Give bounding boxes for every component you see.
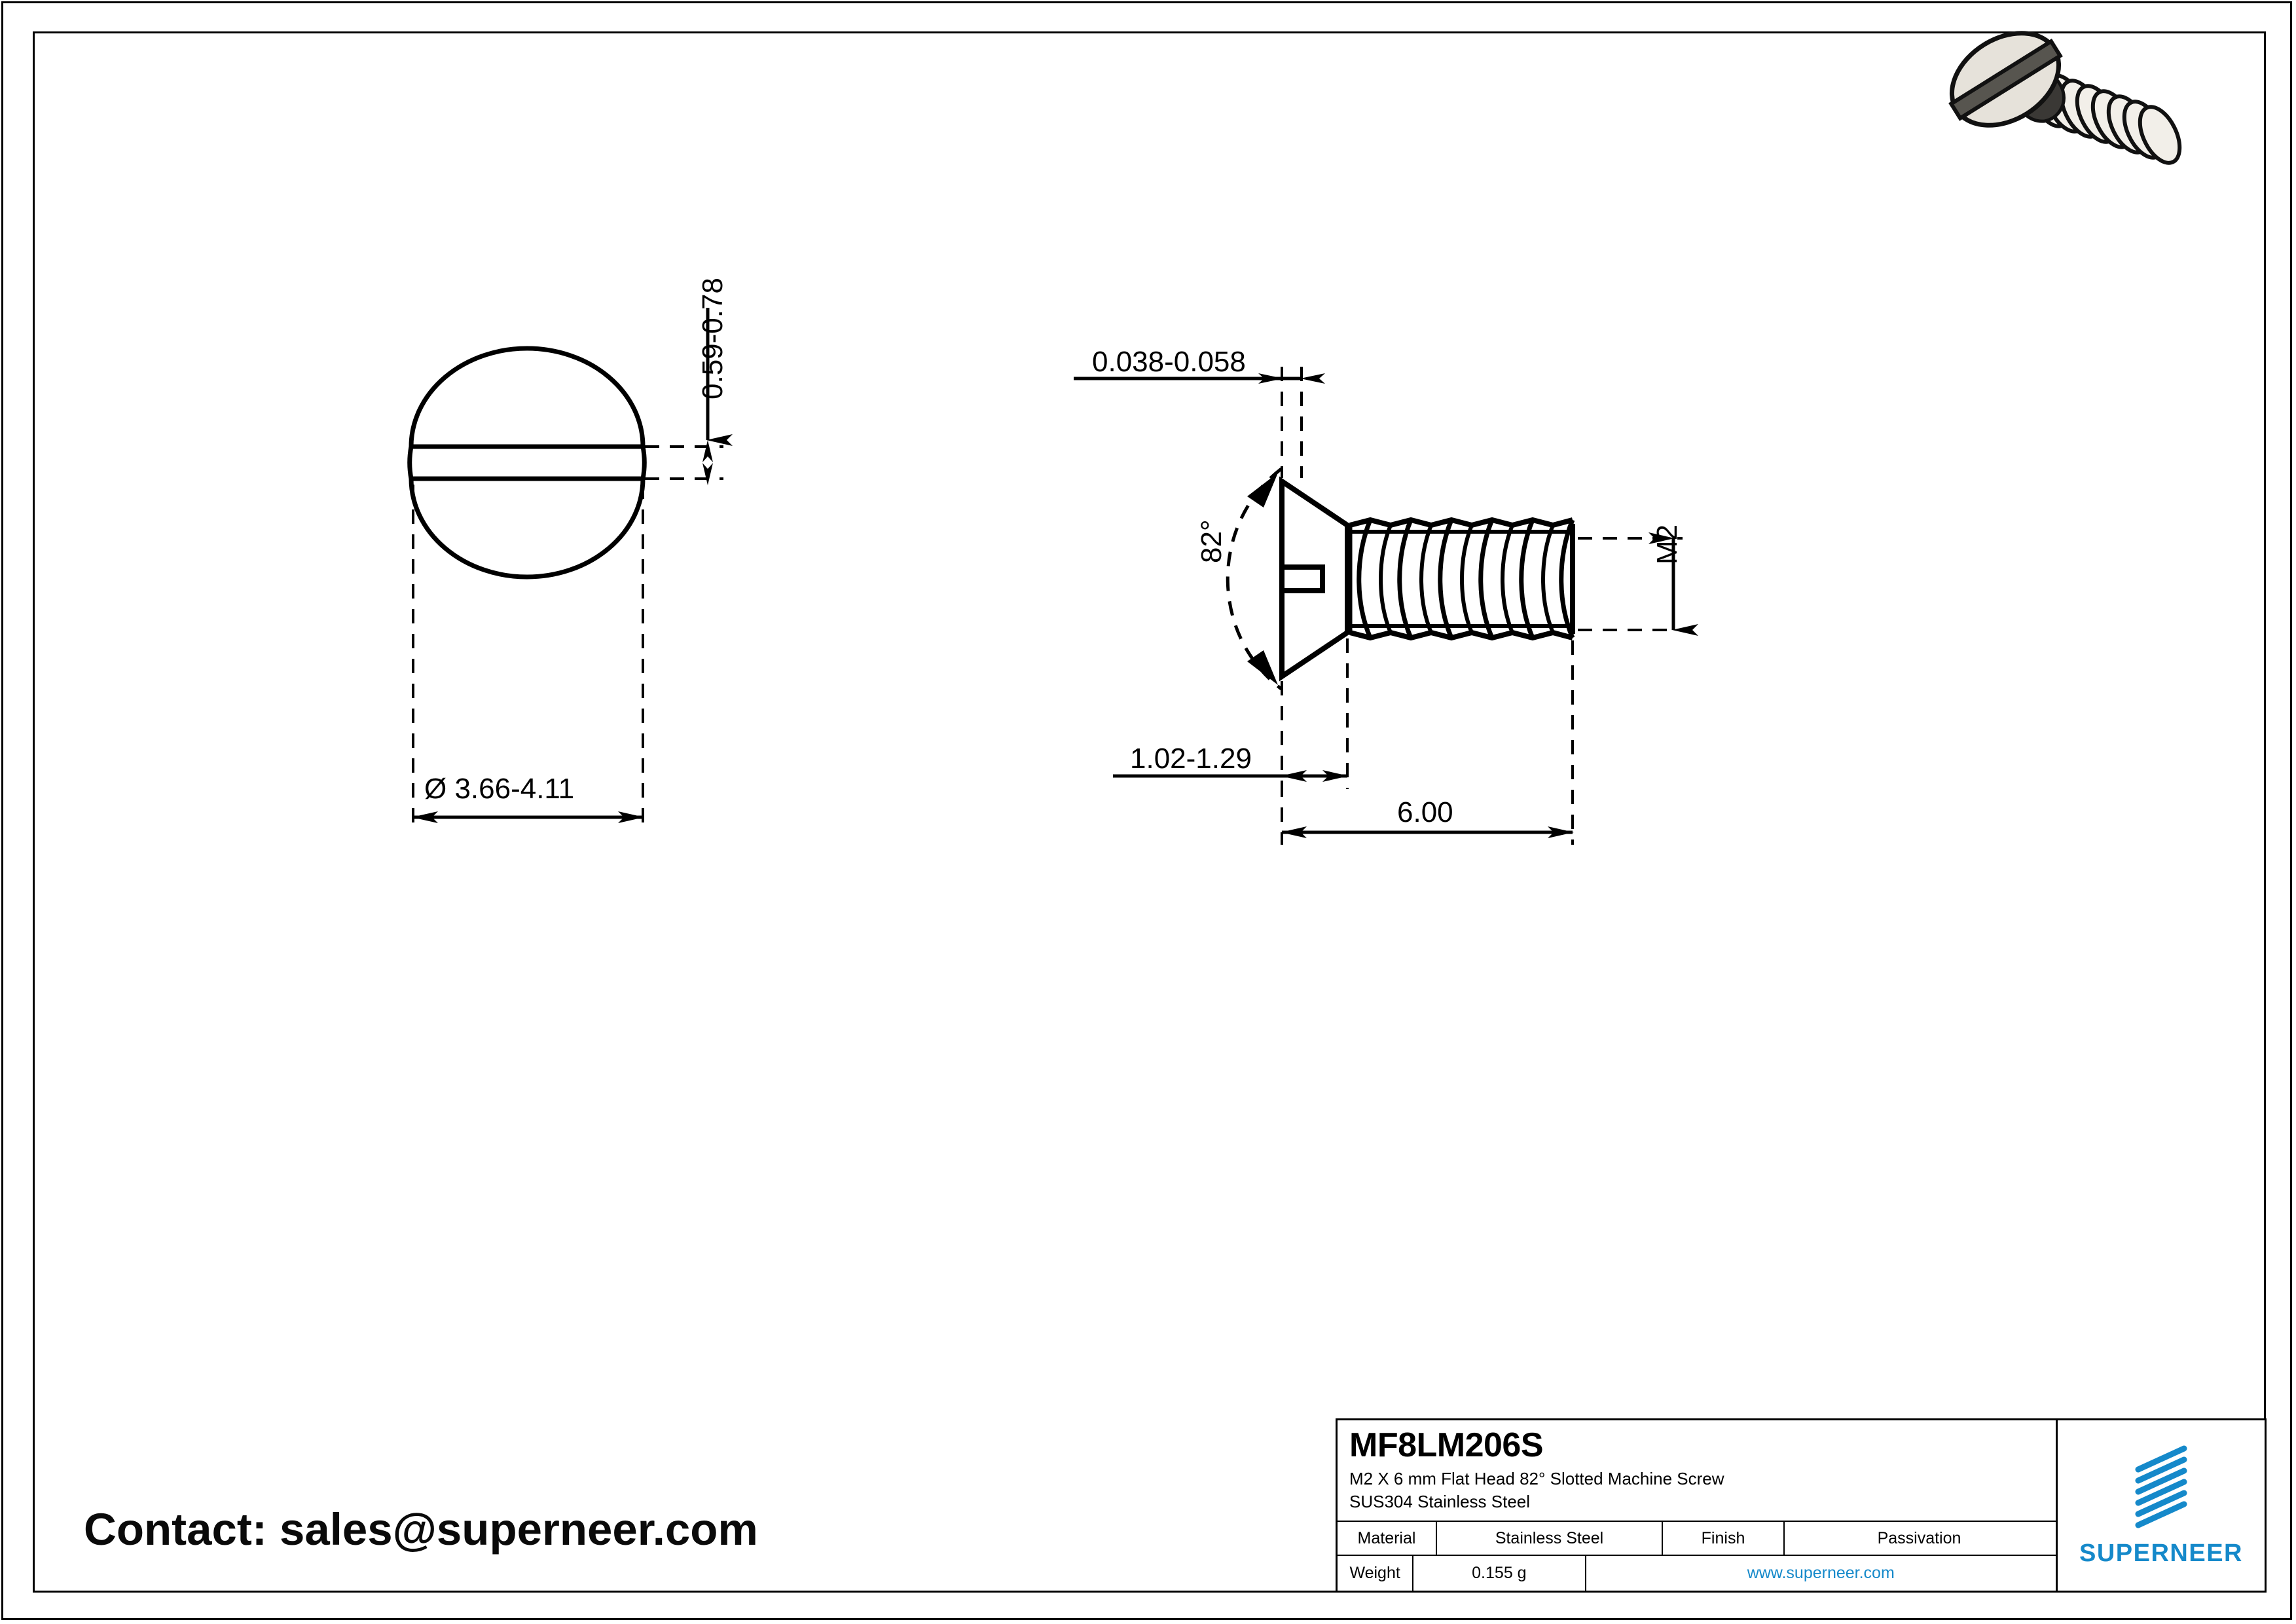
dim-label-countersink-angle: 82°: [1195, 519, 1228, 563]
brand-logo: SUPERNEER: [2058, 1420, 2265, 1591]
dim-label-slot-width: 0.59-0.78: [697, 278, 729, 399]
finish-value: Passivation: [1877, 1528, 1961, 1547]
dim-label-rim-thickness: 0.038-0.058: [1092, 346, 1246, 378]
material-value: Stainless Steel: [1437, 1521, 1663, 1555]
dim-label-thread-diameter: M2: [1651, 524, 1683, 564]
website-link[interactable]: www.superneer.com: [1747, 1564, 1895, 1583]
sheet-inner-frame: [33, 31, 2266, 1593]
contact-email-text: Contact: sales@superneer.com: [84, 1504, 758, 1555]
weight-label: Weight: [1338, 1556, 1414, 1591]
superneer-bars-logo-icon: [2135, 1445, 2187, 1528]
brand-wordmark: SUPERNEER: [2079, 1539, 2243, 1567]
title-block-description: MF8LM206S M2 X 6 mm Flat Head 82° Slotte…: [1338, 1420, 2056, 1522]
dim-label-head-diameter: Ø 3.66-4.11: [424, 773, 575, 805]
title-block-info: MF8LM206S M2 X 6 mm Flat Head 82° Slotte…: [1338, 1420, 2058, 1591]
dim-label-head-height: 1.02-1.29: [1130, 743, 1252, 775]
weight-value: 0.155 g: [1413, 1556, 1586, 1591]
title-block: MF8LM206S M2 X 6 mm Flat Head 82° Slotte…: [1336, 1418, 2267, 1593]
part-description-line1: M2 X 6 mm Flat Head 82° Slotted Machine …: [1349, 1469, 1724, 1489]
title-block-row-material: Material Stainless Steel Finish Passivat…: [1338, 1521, 2056, 1557]
part-description-line2: SUS304 Stainless Steel: [1349, 1492, 1531, 1512]
material-label: Material: [1338, 1521, 1437, 1555]
part-number: MF8LM206S: [1349, 1426, 1544, 1464]
dim-label-overall-length: 6.00: [1397, 796, 1453, 828]
title-block-row-weight: Weight 0.155 g www.superneer.com: [1338, 1556, 2056, 1591]
finish-label: Finish: [1663, 1521, 1785, 1555]
